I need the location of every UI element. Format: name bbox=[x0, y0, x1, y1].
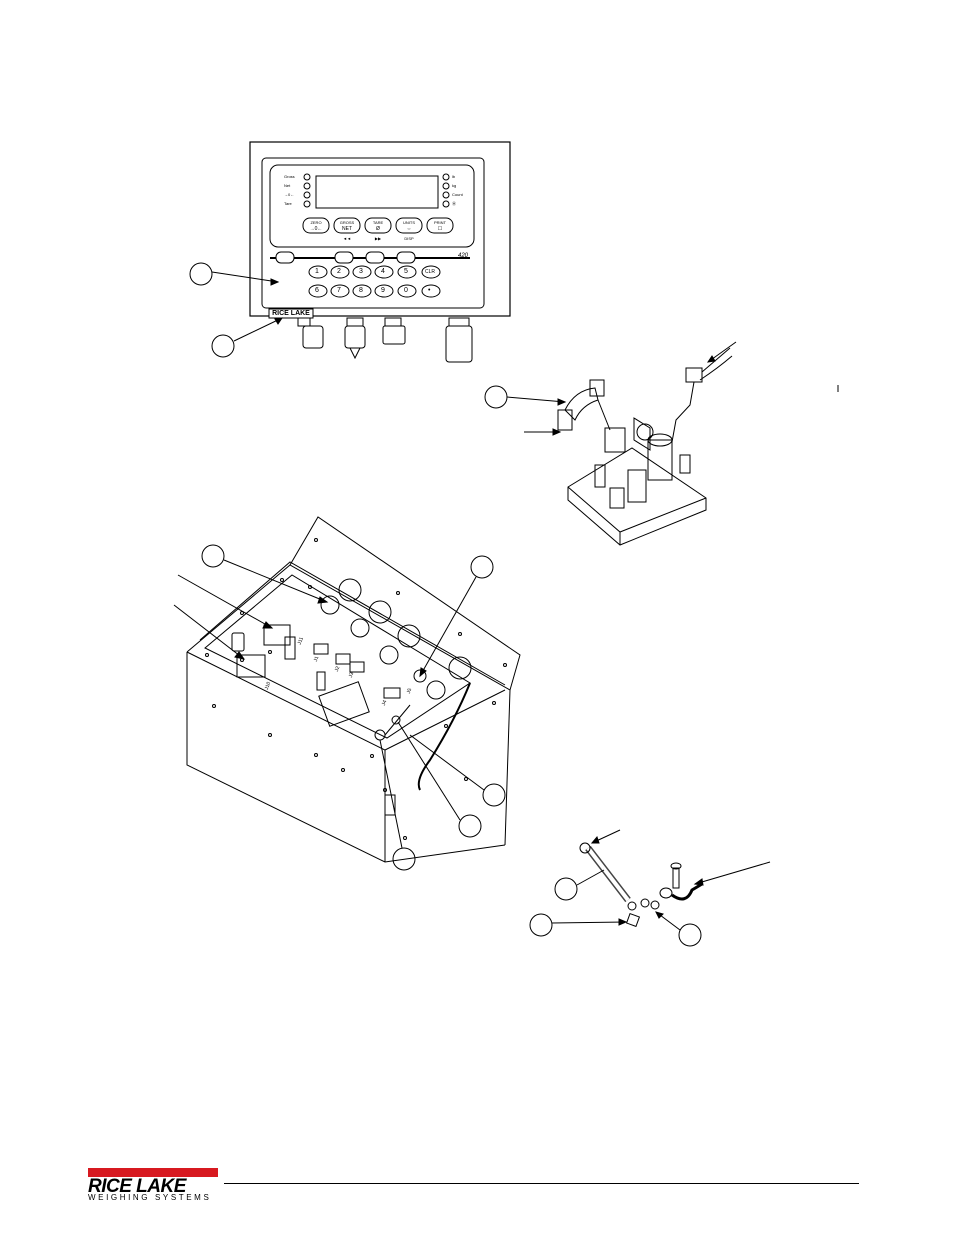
key-clr[interactable]: CLR bbox=[425, 269, 435, 275]
cord-grips bbox=[298, 318, 472, 362]
softkey-2[interactable] bbox=[335, 252, 353, 263]
model-tag: 420 bbox=[458, 253, 468, 259]
left-status-labels: Gross Net →0← Tare bbox=[284, 172, 304, 208]
enclosure-interior-view bbox=[174, 517, 520, 870]
callout-bubble bbox=[202, 545, 224, 567]
status-net: Net bbox=[284, 181, 304, 190]
key-label-zero: ZERO bbox=[303, 220, 329, 225]
status-motion: Ⓜ bbox=[452, 199, 472, 208]
key-1[interactable]: 1 bbox=[315, 268, 319, 275]
callout-bubble bbox=[679, 924, 701, 946]
key-8[interactable]: 8 bbox=[359, 287, 363, 294]
numeric-keypad bbox=[309, 266, 440, 297]
status-count: Count bbox=[452, 190, 472, 199]
key-sub-units: ⇔ bbox=[396, 226, 422, 232]
key-sub-gross: NET bbox=[334, 226, 360, 232]
callout-bubble bbox=[212, 335, 234, 357]
key-below-gross: ◄◄ bbox=[334, 236, 360, 241]
brand-plate-text: RICE LAKE bbox=[269, 309, 313, 318]
callout-bubble bbox=[190, 263, 212, 285]
display-window bbox=[316, 176, 438, 208]
callout-bubble bbox=[459, 815, 481, 837]
key-label-gross: GROSS bbox=[334, 220, 360, 225]
key-label-tare: TARE bbox=[365, 220, 391, 225]
footer-rule bbox=[224, 1183, 859, 1184]
callout-bubble bbox=[471, 556, 493, 578]
key-3[interactable]: 3 bbox=[359, 268, 363, 275]
ground-strap-view bbox=[530, 830, 770, 946]
key-label-print: PRINT bbox=[427, 220, 453, 225]
softkey-3[interactable] bbox=[366, 252, 384, 263]
callout-bubble bbox=[485, 386, 507, 408]
status-gross: Gross bbox=[284, 172, 304, 181]
key-sub-zero: →0← bbox=[303, 226, 329, 232]
right-status-labels: lb kg Count Ⓜ bbox=[452, 172, 472, 208]
softkey-1[interactable] bbox=[276, 252, 294, 263]
key-decimal[interactable]: • bbox=[428, 287, 430, 294]
key-9[interactable]: 9 bbox=[381, 287, 385, 294]
key-sub-tare: Ø bbox=[365, 226, 391, 232]
key-2[interactable]: 2 bbox=[337, 268, 341, 275]
key-below-tare: ▶▶ bbox=[365, 236, 391, 241]
left-status-leds bbox=[304, 174, 310, 207]
key-label-units: UNITS bbox=[396, 220, 422, 225]
key-below-units: DISP bbox=[396, 236, 422, 241]
power-supply-view bbox=[485, 342, 838, 545]
key-0[interactable]: 0 bbox=[404, 287, 408, 294]
right-status-leds bbox=[443, 174, 449, 207]
softkey-4[interactable] bbox=[397, 252, 415, 263]
key-sub-print: ☐ bbox=[427, 226, 453, 232]
status-kg: kg bbox=[452, 181, 472, 190]
key-6[interactable]: 6 bbox=[315, 287, 319, 294]
callout-bubble bbox=[530, 914, 552, 936]
callout-bubble bbox=[555, 878, 577, 900]
status-zero: →0← bbox=[284, 190, 304, 199]
key-5[interactable]: 5 bbox=[404, 268, 408, 275]
key-4[interactable]: 4 bbox=[381, 268, 385, 275]
status-tare: Tare bbox=[284, 199, 304, 208]
key-7[interactable]: 7 bbox=[337, 287, 341, 294]
brand-logo-subtitle: WEIGHING SYSTEMS bbox=[88, 1193, 222, 1203]
status-lb: lb bbox=[452, 172, 472, 181]
callout-bubble bbox=[483, 784, 505, 806]
